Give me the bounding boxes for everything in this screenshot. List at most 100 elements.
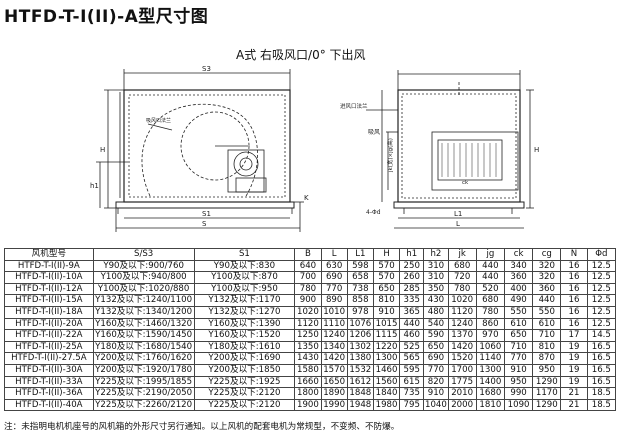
col-header: N xyxy=(560,248,588,261)
table-cell: HTFD-T-I(II)-22A xyxy=(4,329,94,342)
label-h1: h1 xyxy=(90,182,99,190)
table-cell: HTFD-T-I(II)-9A xyxy=(4,259,94,273)
table-cell: 1370 xyxy=(447,329,477,342)
table-cell: 1170 xyxy=(532,387,562,400)
table-cell: 1380 xyxy=(346,352,374,365)
table-cell: 1240 xyxy=(447,317,477,331)
table-cell: 1206 xyxy=(346,329,374,342)
col-header: L1 xyxy=(346,248,374,261)
table-cell: 440 xyxy=(475,259,505,273)
table-cell: 658 xyxy=(346,271,374,284)
table-cell: 250 xyxy=(399,259,425,273)
label-h-left: H xyxy=(100,146,105,154)
table-cell: 1532 xyxy=(346,363,374,377)
table-cell: HTFD-T-I(II)-25A xyxy=(4,340,94,354)
table-cell: Y132及以下:1240/1100 xyxy=(92,294,195,307)
table-cell: 17 xyxy=(560,329,588,342)
col-header: L xyxy=(320,248,348,261)
table-cell: 16 xyxy=(560,282,588,296)
table-cell: 260 xyxy=(399,271,425,284)
table-cell: HTFD-T-I(II)-36A xyxy=(4,387,94,400)
table-cell: 565 xyxy=(399,352,425,365)
table-cell: 1300 xyxy=(475,363,505,377)
table-cell: 680 xyxy=(447,259,477,273)
table-cell: 950 xyxy=(503,375,534,389)
label-outlet-flange: 进风口法兰 xyxy=(340,102,368,110)
table-cell: 1300 xyxy=(372,352,401,365)
table-cell: Y225及以下:1925 xyxy=(193,375,296,389)
table-cell: 1220 xyxy=(372,340,401,354)
table-cell: 1660 xyxy=(294,375,322,389)
table-cell: 610 xyxy=(503,317,534,331)
table-cell: 400 xyxy=(503,282,534,296)
table-cell: HTFD-T-I(II)-12A xyxy=(4,282,94,296)
table-cell: 650 xyxy=(503,329,534,342)
table-cell: 1020 xyxy=(294,305,322,319)
col-header: 风机型号 xyxy=(4,248,94,261)
label-l1: L1 xyxy=(454,210,462,218)
label-h-right: H xyxy=(534,146,539,154)
table-cell: 970 xyxy=(475,329,505,342)
table-cell: 21 xyxy=(560,398,588,412)
table-cell: 820 xyxy=(423,375,449,389)
table-cell: 710 xyxy=(532,329,562,342)
table-cell: 1340 xyxy=(320,340,348,354)
table-cell: Y100及以下:870 xyxy=(193,271,296,284)
table-cell: 680 xyxy=(475,294,505,307)
table-cell: Y200及以下:1690 xyxy=(193,352,296,365)
table-cell: 890 xyxy=(320,294,348,307)
table-cell: 1700 xyxy=(447,363,477,377)
table-cell: Y160及以下:1590/1450 xyxy=(92,329,195,342)
table-cell: Y132及以下:1270 xyxy=(193,305,296,319)
table-cell: 18.5 xyxy=(586,398,617,412)
table-cell: 1948 xyxy=(346,398,374,412)
table-cell: 990 xyxy=(503,387,534,400)
table-cell: 520 xyxy=(475,282,505,296)
table-cell: 310 xyxy=(423,259,449,273)
table-cell: 285 xyxy=(399,282,425,296)
col-header: jk xyxy=(447,248,477,261)
label-jk-jg: jk(宽)×jg(高) xyxy=(386,138,394,173)
table-cell: 780 xyxy=(447,282,477,296)
table-cell: HTFD-T-I(II)-20A xyxy=(4,317,94,331)
table-cell: 858 xyxy=(346,294,374,307)
table-cell: 16.5 xyxy=(586,375,617,389)
table-cell: Y200及以下:1920/1780 xyxy=(92,363,195,377)
table-cell: Y225及以下:2260/2120 xyxy=(92,398,195,412)
table-cell: 440 xyxy=(475,271,505,284)
table-cell: 335 xyxy=(399,294,425,307)
table-cell: 1400 xyxy=(475,375,505,389)
table-cell: Y132及以下:1340/1200 xyxy=(92,305,195,319)
table-cell: 12.5 xyxy=(586,317,617,331)
table-cell: 1680 xyxy=(475,387,505,400)
table-cell: 365 xyxy=(399,305,425,319)
table-cell: 735 xyxy=(399,387,425,400)
table-cell: Y100及以下:950 xyxy=(193,282,296,296)
table-cell: 1076 xyxy=(346,317,374,331)
col-header: ck xyxy=(503,248,534,261)
table-cell: 550 xyxy=(503,305,534,319)
table-cell: 12.5 xyxy=(586,305,617,319)
table-cell: 770 xyxy=(423,363,449,377)
table-cell: 480 xyxy=(423,305,449,319)
table-cell: 1060 xyxy=(475,340,505,354)
table-cell: 2010 xyxy=(447,387,477,400)
col-header: h1 xyxy=(399,248,425,261)
table-cell: 16.5 xyxy=(586,352,617,365)
table-cell: 1848 xyxy=(346,387,374,400)
table-cell: 810 xyxy=(532,340,562,354)
table-cell: 1810 xyxy=(475,398,505,412)
table-cell: 340 xyxy=(503,259,534,273)
table-cell: 1240 xyxy=(320,329,348,342)
label-suction-flange: 吸风口法兰 xyxy=(146,117,171,124)
label-s: S xyxy=(202,220,207,228)
table-cell: 12.5 xyxy=(586,282,617,296)
table-cell: 860 xyxy=(475,317,505,331)
table-cell: 1900 xyxy=(294,398,322,412)
col-header: B xyxy=(294,248,322,261)
